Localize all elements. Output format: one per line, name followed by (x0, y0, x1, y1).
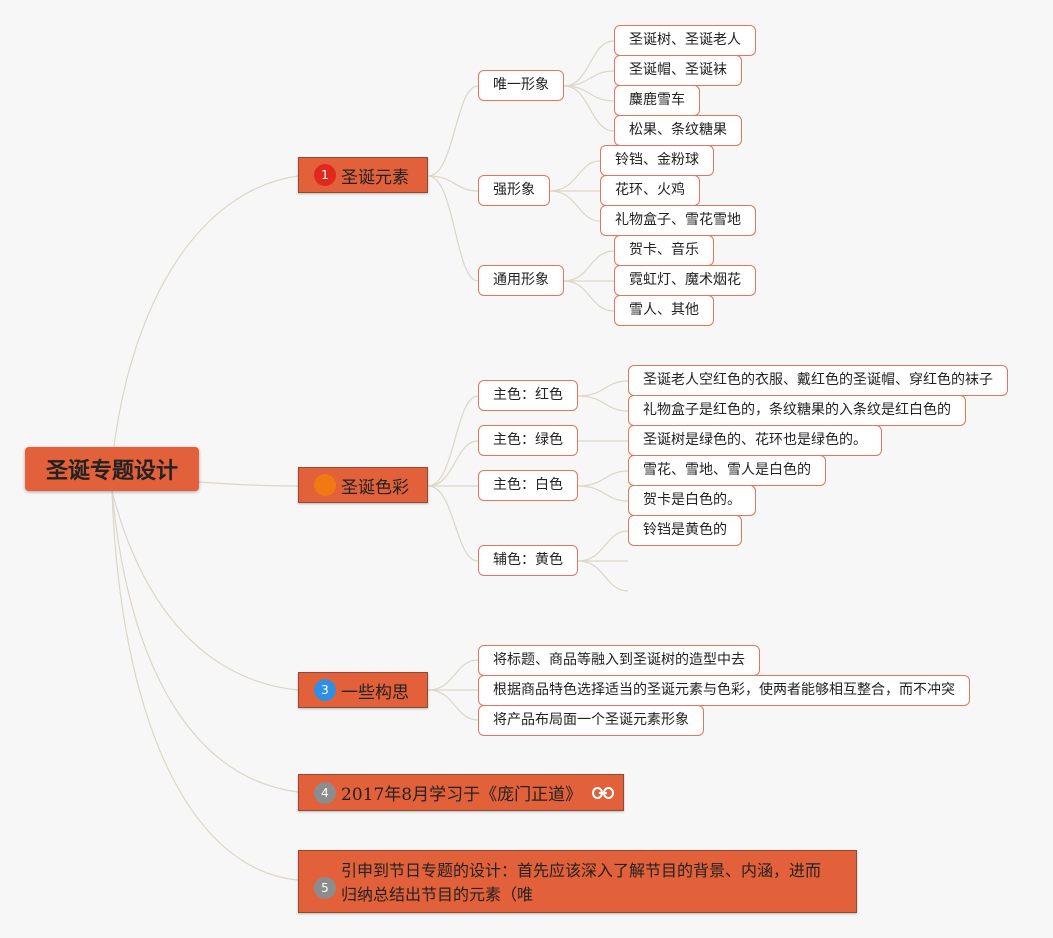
leaf-item[interactable]: 圣诞帽、圣诞袜 (614, 55, 742, 86)
branch-elements[interactable]: 1 圣诞元素 (298, 157, 428, 193)
leaf-item[interactable]: 铃铛、金粉球 (600, 145, 714, 176)
branch-ideas[interactable]: 3 一些构思 (298, 672, 428, 708)
leaf-item[interactable]: 圣诞树是绿色的、花环也是绿色的。 (628, 425, 882, 456)
branch-extend-label: 引申到节日专题的设计：首先应该深入了解节目的背景、内涵，进而归纳总结出节目的元素… (341, 861, 822, 904)
badge-1-icon: 1 (314, 164, 336, 186)
leaf-item[interactable]: 松果、条纹糖果 (614, 115, 742, 146)
sub-white[interactable]: 主色：白色 (478, 470, 578, 501)
leaf-item[interactable]: 雪人、其他 (614, 295, 714, 326)
sub-unique-image[interactable]: 唯一形象 (478, 70, 564, 101)
leaf-item[interactable]: 麋鹿雪车 (614, 85, 700, 116)
branch-extend[interactable]: 5 引申到节日专题的设计：首先应该深入了解节目的背景、内涵，进而归纳总结出节目的… (298, 850, 857, 913)
leaf-item[interactable]: 根据商品特色选择适当的圣诞元素与色彩，使两者能够相互整合，而不冲突 (478, 675, 970, 706)
leaf-item[interactable]: 铃铛是黄色的 (628, 515, 742, 546)
leaf-item[interactable]: 雪花、雪地、雪人是白色的 (628, 455, 826, 486)
sub-red[interactable]: 主色：红色 (478, 380, 578, 411)
connector-root-elements (111, 175, 299, 463)
connector-root-ideas (111, 490, 299, 691)
badge-5-icon: 5 (314, 877, 336, 899)
connector-root-extend (111, 490, 299, 881)
leaf-item[interactable]: 圣诞老人空红色的衣服、戴红色的圣诞帽、穿红色的袜子 (628, 365, 1008, 396)
connector-root-source (111, 490, 299, 793)
badge-2-icon (314, 474, 336, 496)
branch-elements-label: 圣诞元素 (341, 167, 409, 188)
leaf-item[interactable]: 贺卡、音乐 (614, 235, 714, 266)
sub-green[interactable]: 主色：绿色 (478, 425, 578, 456)
connector-root-colors (198, 481, 299, 487)
leaf-item[interactable]: 礼物盒子、雪花雪地 (600, 205, 756, 236)
badge-4-icon: 4 (314, 781, 336, 804)
sub-yellow[interactable]: 辅色：黄色 (478, 545, 578, 576)
leaf-item[interactable]: 圣诞树、圣诞老人 (614, 25, 756, 56)
branch-ideas-label: 一些构思 (341, 682, 409, 703)
link-icon[interactable] (592, 786, 615, 800)
leaf-item[interactable]: 礼物盒子是红色的，条纹糖果的入条纹是红白色的 (628, 395, 966, 426)
branch-source-label: 2017年8月学习于《庞门正道》 (341, 785, 583, 805)
leaf-item[interactable]: 霓虹灯、魔术烟花 (614, 265, 756, 296)
leaf-item[interactable]: 花环、火鸡 (600, 175, 700, 206)
leaf-item[interactable]: 贺卡是白色的。 (628, 485, 756, 516)
root-topic[interactable]: 圣诞专题设计 (25, 447, 199, 491)
leaf-item[interactable]: 将标题、商品等融入到圣诞树的造型中去 (478, 645, 760, 676)
sub-general-image[interactable]: 通用形象 (478, 265, 564, 296)
badge-3-icon: 3 (314, 679, 336, 701)
branch-colors-label: 圣诞色彩 (341, 477, 409, 498)
sub-strong-image[interactable]: 强形象 (478, 175, 550, 206)
branch-colors[interactable]: 圣诞色彩 (298, 467, 428, 503)
branch-source[interactable]: 4 2017年8月学习于《庞门正道》 (298, 774, 624, 811)
leaf-item[interactable]: 将产品布局面一个圣诞元素形象 (478, 705, 704, 736)
